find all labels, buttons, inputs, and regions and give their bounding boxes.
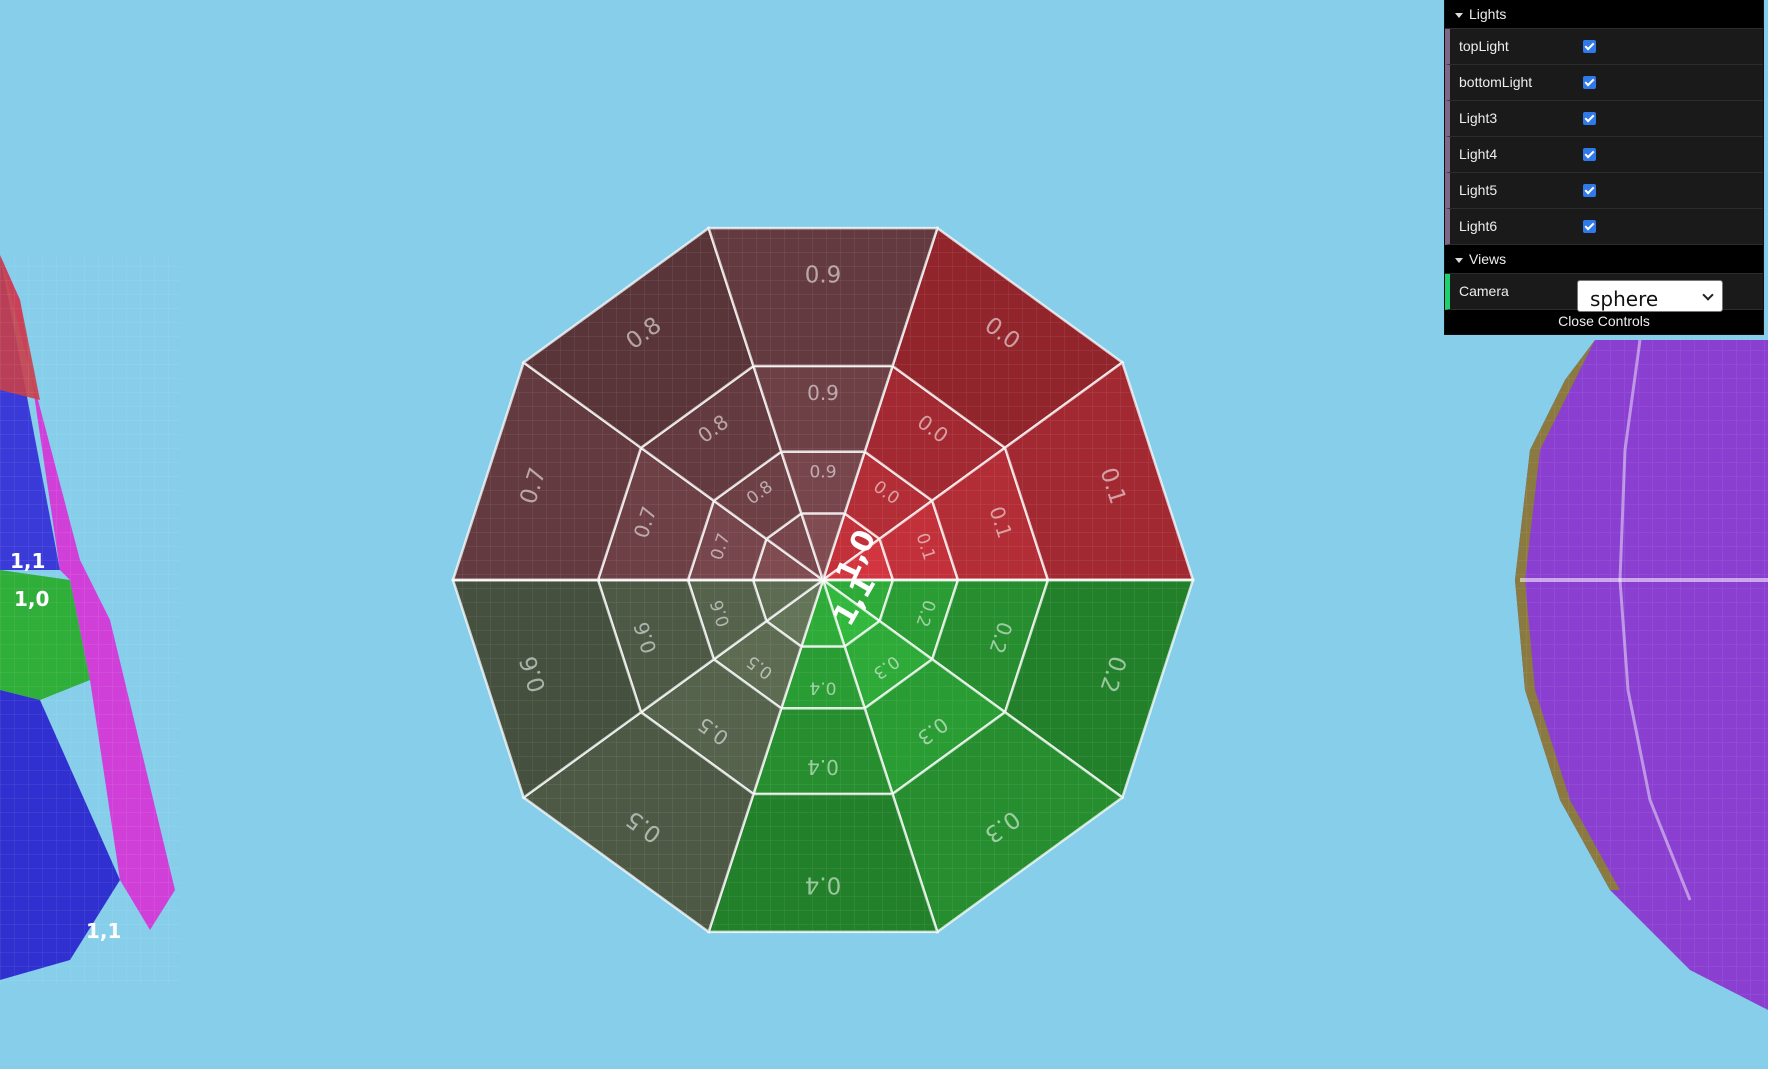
left-cube-mesh: 1,1 1,0 1,1 [0,255,180,985]
camera-row[interactable]: Camera sphere [1445,274,1763,312]
triangle-down-icon [1455,12,1463,18]
light3-checkbox[interactable] [1583,112,1596,125]
texture-label: 0.4 [809,678,836,698]
light-row-light6[interactable]: Light6 [1445,209,1763,245]
light-row-light5[interactable]: Light5 [1445,173,1763,209]
light-label: bottomLight [1459,74,1533,90]
light-row-bottomlight[interactable]: bottomLight [1445,65,1763,101]
views-folder-toggle[interactable]: Views [1445,245,1763,274]
camera-select[interactable]: sphere [1577,280,1723,312]
texture-label: 0.9 [809,463,836,483]
light-label: Light4 [1459,146,1498,162]
close-controls-button[interactable]: Close Controls [1445,310,1763,334]
controls-panel: Lights topLight bottomLight Light3 Light… [1445,0,1763,334]
light-label: Light3 [1459,110,1498,126]
light-label: Light5 [1459,182,1498,198]
texture-label: 0.4 [805,872,842,898]
camera-label: Camera [1459,283,1509,299]
texture-label: 0.9 [807,381,839,405]
light-label: topLight [1459,38,1509,54]
triangle-down-icon [1455,257,1463,263]
bottomlight-checkbox[interactable] [1583,76,1596,89]
center-sphere-mesh [451,226,1195,934]
light4-checkbox[interactable] [1583,148,1596,161]
light-row-light3[interactable]: Light3 [1445,101,1763,137]
light5-checkbox[interactable] [1583,184,1596,197]
toplight-checkbox[interactable] [1583,40,1596,53]
texture-label: 0.4 [807,755,839,779]
chevron-down-icon [1702,289,1714,301]
texture-label: 0.9 [805,263,842,289]
light-row-light4[interactable]: Light4 [1445,137,1763,173]
light6-checkbox[interactable] [1583,220,1596,233]
texture-label: 1,1 [86,919,121,943]
right-sphere-mesh [1515,339,1768,1010]
texture-label: 1,1 [10,549,45,573]
light-row-toplight[interactable]: topLight [1445,29,1763,65]
lights-folder-toggle[interactable]: Lights [1445,0,1763,29]
light-label: Light6 [1459,218,1498,234]
texture-label: 1,0 [14,587,49,611]
